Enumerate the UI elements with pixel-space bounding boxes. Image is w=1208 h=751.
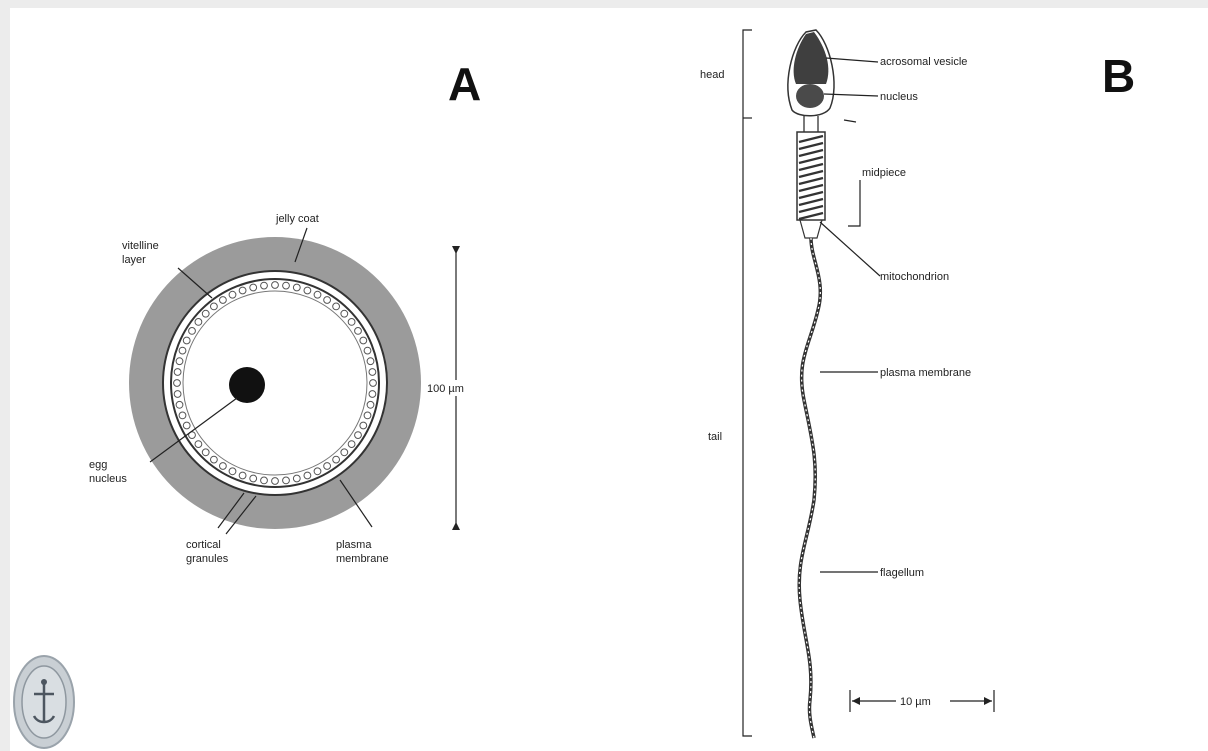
midpiece-label: midpiece: [862, 167, 906, 179]
cortical-granule: [367, 401, 374, 408]
cortical-granule: [272, 282, 279, 289]
cortical-granule: [211, 303, 218, 310]
cortical-granule: [179, 412, 186, 419]
cortical-granule: [250, 284, 257, 291]
vitelline-label-2: layer: [122, 254, 146, 266]
cortical-granule: [364, 412, 371, 419]
cortical-granule: [202, 310, 209, 317]
cortical-granule: [176, 358, 183, 365]
cortical-granule: [324, 297, 331, 304]
nucleus-label-1: egg: [89, 459, 107, 471]
cortical-granule: [272, 478, 279, 485]
cortical-granule: [369, 369, 376, 376]
cortical-granule: [369, 391, 376, 398]
cortical-granule: [261, 282, 268, 289]
cortical-granule: [333, 303, 340, 310]
jelly-coat-label: jelly coat: [275, 213, 319, 225]
cortical-granule: [195, 441, 202, 448]
cortical-granule: [341, 310, 348, 317]
cortical-granule: [348, 441, 355, 448]
cortical-granule: [304, 472, 311, 479]
egg-cytoplasm: [183, 291, 367, 475]
tail-label: tail: [708, 431, 722, 443]
cortical-granule: [293, 284, 300, 291]
cortical-granule: [176, 401, 183, 408]
sperm-nucleus-label: nucleus: [880, 91, 918, 103]
plasma-membrane-label: plasma membrane: [880, 367, 971, 379]
cortical-granule: [239, 472, 246, 479]
acrosomal-vesicle-label: acrosomal vesicle: [880, 56, 967, 68]
cortical-granule: [174, 380, 181, 387]
mitochondrion-label: mitochondrion: [880, 271, 949, 283]
cortical-granule: [360, 337, 367, 344]
cortical-granule: [202, 449, 209, 456]
cortical-granule: [333, 456, 340, 463]
cortical-granule: [261, 477, 268, 484]
plasma-label-1: plasma: [336, 539, 372, 551]
flagellum-label: flagellum: [880, 567, 924, 579]
cortical-granule: [211, 456, 218, 463]
cortical-granule: [314, 468, 321, 475]
cortical-granule: [304, 287, 311, 294]
cortical-granule: [220, 297, 227, 304]
cortical-label-2: granules: [186, 553, 229, 565]
cortical-granule: [324, 463, 331, 470]
cortical-granule: [283, 282, 290, 289]
cortical-granule: [355, 432, 362, 439]
vitelline-label-1: vitelline: [122, 240, 159, 252]
cortical-granule: [239, 287, 246, 294]
panel-a-letter: A: [448, 58, 481, 110]
cortical-granule: [183, 337, 190, 344]
nucleus-label-2: nucleus: [89, 473, 127, 485]
cortical-granule: [183, 422, 190, 429]
cortical-granule: [283, 477, 290, 484]
cortical-granule: [174, 391, 181, 398]
egg-scale-label: 100 µm: [427, 383, 464, 395]
sperm-scale-label: 10 µm: [900, 696, 931, 708]
cortical-granule: [179, 347, 186, 354]
cortical-granule: [250, 475, 257, 482]
cortical-granule: [229, 291, 236, 298]
cortical-granule: [355, 328, 362, 335]
cortical-granule: [293, 475, 300, 482]
cortical-granule: [370, 380, 377, 387]
cortical-granule: [314, 291, 321, 298]
cortical-granule: [341, 449, 348, 456]
cortical-granule: [229, 468, 236, 475]
cortical-granule: [360, 422, 367, 429]
cortical-granule: [174, 369, 181, 376]
cortical-granule: [220, 463, 227, 470]
plasma-label-2: membrane: [336, 553, 389, 565]
seal-icon: [14, 656, 74, 748]
panel-b-letter: B: [1102, 50, 1135, 102]
cortical-granule: [364, 347, 371, 354]
cortical-granule: [348, 319, 355, 326]
cortical-label-1: cortical: [186, 539, 221, 551]
cortical-granule: [195, 319, 202, 326]
cortical-granule: [189, 328, 196, 335]
sperm-nucleus: [796, 84, 824, 108]
head-label: head: [700, 69, 724, 81]
egg-nucleus: [229, 367, 265, 403]
cortical-granule: [367, 358, 374, 365]
